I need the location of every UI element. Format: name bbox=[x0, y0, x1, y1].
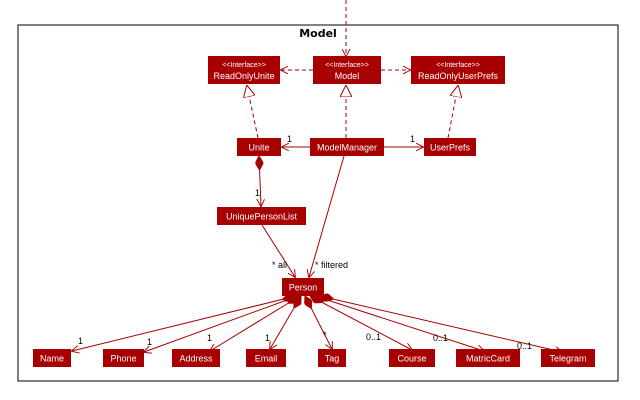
multiplicity-label: * bbox=[323, 330, 327, 340]
class-box-address: Address bbox=[172, 349, 220, 367]
class-name: UniquePersonList bbox=[226, 212, 298, 222]
class-box-phone: Phone bbox=[103, 349, 144, 367]
multiplicity-label: 1 bbox=[410, 134, 415, 144]
edge-unique-person-list-to-person bbox=[261, 224, 295, 277]
class-box-rect bbox=[424, 138, 476, 156]
nodes-layer: <<Interface>> ReadOnlyUnite <<Interface>> M… bbox=[33, 56, 595, 367]
class-name: UserPrefs bbox=[430, 143, 471, 153]
class-box-telegram: Telegram bbox=[541, 349, 595, 367]
class-box-rect bbox=[217, 207, 306, 225]
class-name: Model bbox=[335, 71, 360, 81]
class-name: Course bbox=[397, 354, 426, 364]
edge-person-to-email bbox=[270, 296, 301, 349]
class-box-rect bbox=[172, 349, 220, 367]
class-box-model: <<Interface>> Model bbox=[313, 56, 381, 84]
class-box-unite: Unite bbox=[237, 138, 281, 156]
class-box-rect bbox=[541, 349, 595, 367]
class-name: Email bbox=[255, 354, 278, 364]
class-name: Name bbox=[40, 354, 64, 364]
class-name: Telegram bbox=[549, 354, 586, 364]
class-box-rect bbox=[33, 349, 71, 367]
multiplicity-label: 1 bbox=[78, 336, 83, 346]
labels-layer: 1 1 1 * all * filtered 1 1 1 1 * 0..1 0..1 0..1 bbox=[78, 134, 532, 351]
class-box-name: Name bbox=[33, 349, 71, 367]
multiplicity-label: 1 bbox=[287, 134, 292, 144]
edge-person-to-tag bbox=[305, 296, 332, 349]
class-box-matric-card: MatricCard bbox=[456, 349, 520, 367]
class-box-rect bbox=[318, 349, 346, 367]
class-box-rect bbox=[313, 56, 381, 84]
multiplicity-label: 1 bbox=[265, 333, 270, 343]
class-box-rect bbox=[389, 349, 435, 367]
class-box-rect bbox=[411, 56, 505, 84]
class-name: ReadOnlyUserPrefs bbox=[418, 71, 499, 81]
class-box-rect bbox=[282, 278, 324, 296]
class-stereotype: <<Interface>> bbox=[222, 62, 266, 69]
class-box-user-prefs: UserPrefs bbox=[424, 138, 476, 156]
class-box-rect bbox=[310, 138, 384, 156]
class-box-read-only-unite: <<Interface>> ReadOnlyUnite bbox=[208, 56, 280, 84]
class-name: Unite bbox=[248, 143, 269, 153]
class-name: MatricCard bbox=[466, 354, 510, 364]
edge-unite-to-unique-person-list bbox=[259, 156, 261, 206]
edge-model-manager-to-person bbox=[309, 155, 345, 277]
class-box-email: Email bbox=[246, 349, 286, 367]
edges-layer bbox=[72, 0, 562, 352]
class-box-rect bbox=[456, 349, 520, 367]
edge-unite-to-read-only-unite bbox=[247, 86, 259, 139]
class-box-rect bbox=[208, 56, 280, 84]
class-box-course: Course bbox=[389, 349, 435, 367]
class-name: Tag bbox=[325, 354, 340, 364]
class-box-read-only-user-prefs: <<Interface>> ReadOnlyUserPrefs bbox=[411, 56, 505, 84]
multiplicity-label: 1 bbox=[147, 337, 152, 347]
edge-person-to-name bbox=[72, 296, 296, 351]
class-stereotype: <<Interface>> bbox=[436, 62, 480, 69]
class-name: ReadOnlyUnite bbox=[213, 71, 274, 81]
multiplicity-label: * filtered bbox=[315, 260, 348, 270]
class-box-unique-person-list: UniquePersonList bbox=[217, 207, 306, 225]
multiplicity-label: 1 bbox=[255, 188, 260, 198]
multiplicity-label: * all bbox=[272, 260, 287, 270]
class-name: ModelManager bbox=[317, 143, 377, 153]
multiplicity-label: 0..1 bbox=[366, 332, 381, 342]
multiplicity-label: 1 bbox=[207, 333, 212, 343]
edge-person-to-telegram bbox=[320, 296, 562, 352]
multiplicity-label: 0..1 bbox=[517, 341, 532, 351]
class-box-model-manager: ModelManager bbox=[310, 138, 384, 156]
class-name: Phone bbox=[110, 354, 136, 364]
multiplicity-label: 0..1 bbox=[433, 333, 448, 343]
class-box-tag: Tag bbox=[318, 349, 346, 367]
package-frame bbox=[17, 24, 619, 382]
class-name: Person bbox=[289, 283, 318, 293]
class-box-rect bbox=[246, 349, 286, 367]
class-name: Address bbox=[179, 354, 213, 364]
class-box-rect bbox=[103, 349, 144, 367]
class-box-rect bbox=[237, 138, 281, 156]
class-stereotype: <<Interface>> bbox=[325, 62, 369, 69]
edge-person-to-phone bbox=[144, 296, 298, 352]
edge-person-to-matric-card bbox=[315, 296, 484, 351]
edge-user-prefs-to-read-only-user-prefs bbox=[447, 86, 458, 139]
class-box-person: Person bbox=[282, 278, 324, 296]
package-title: Model bbox=[299, 27, 337, 40]
